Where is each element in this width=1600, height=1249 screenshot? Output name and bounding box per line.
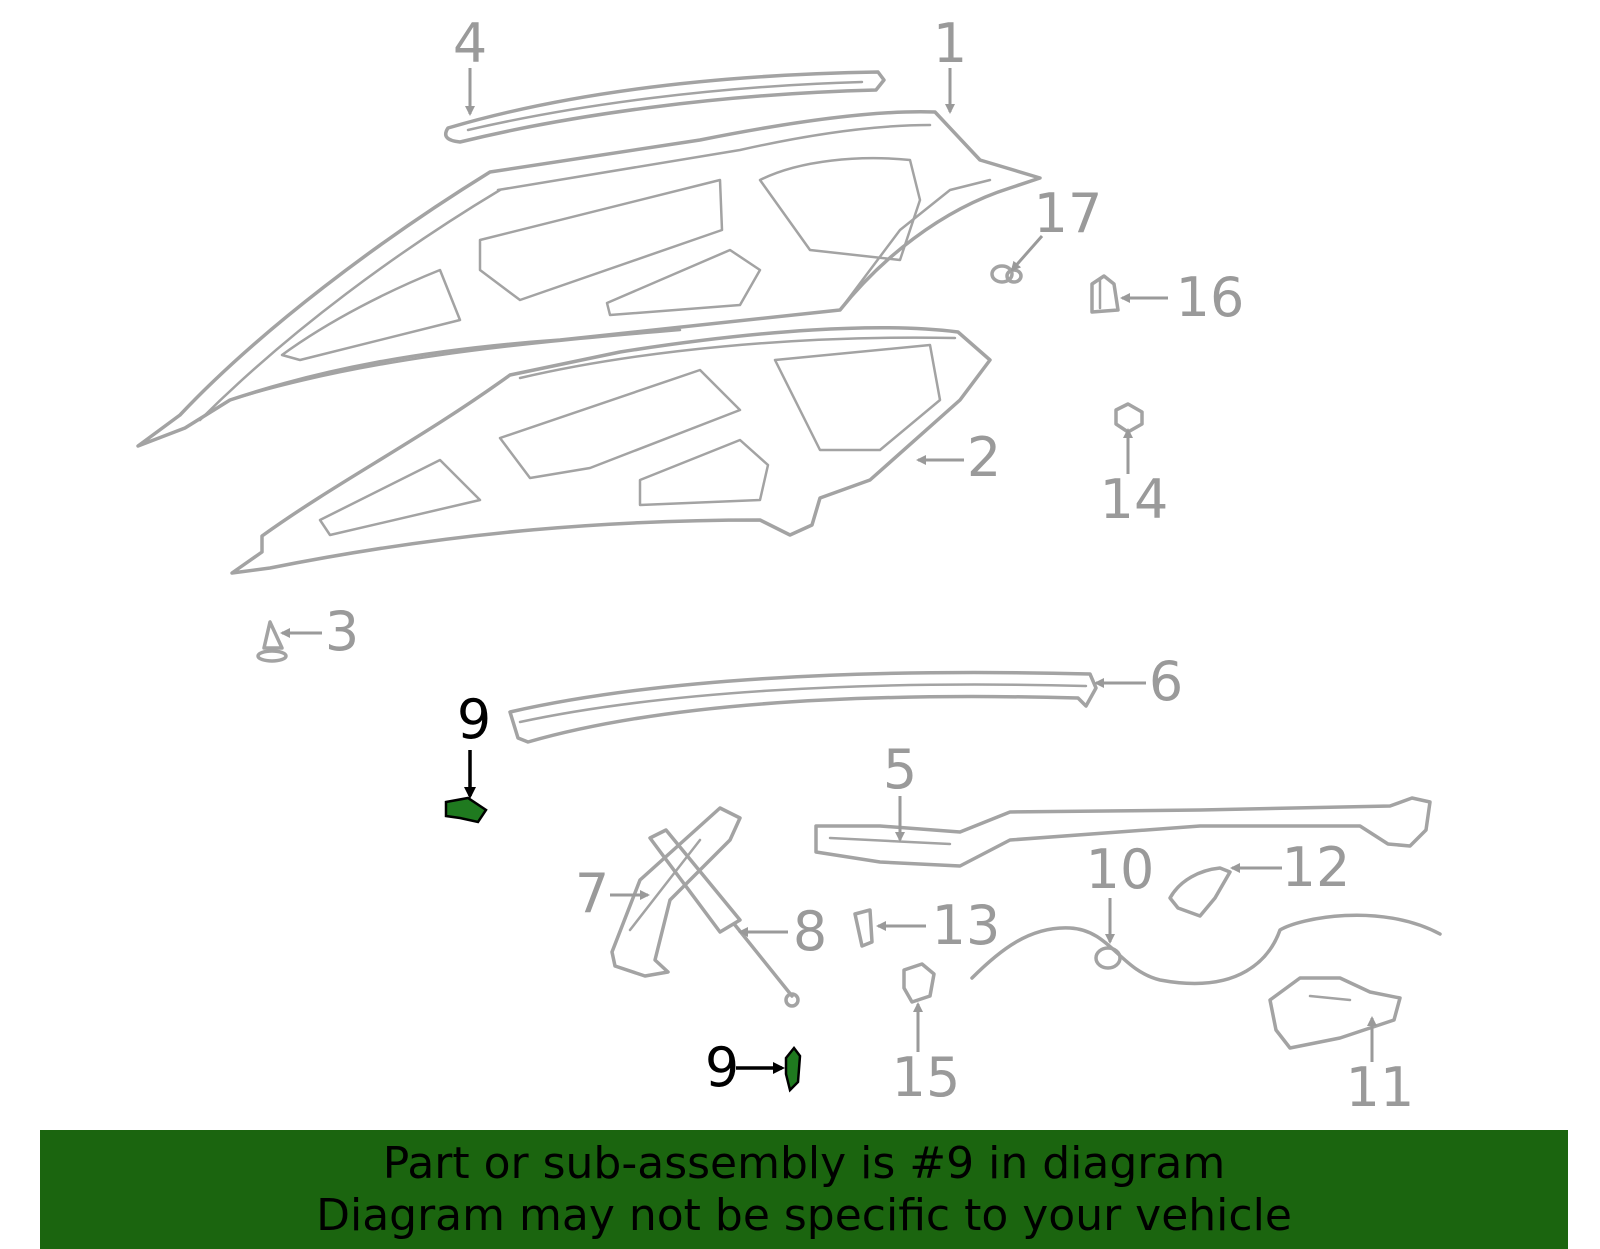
- part-9-clip-lower: [784, 1045, 802, 1093]
- part-14-clip: [1114, 402, 1144, 434]
- callout-11: 11: [1346, 1056, 1415, 1119]
- part-9-clip-upper: [444, 796, 488, 824]
- part-2-insulator: [230, 326, 992, 575]
- leader-17: [1010, 235, 1044, 272]
- callout-16: 16: [1176, 266, 1245, 329]
- callout-1: 1: [933, 12, 967, 75]
- part-15-bumper: [902, 962, 936, 1004]
- callout-15: 15: [892, 1046, 961, 1109]
- part-12-clip: [1168, 866, 1232, 918]
- part-5-bracket: [814, 796, 1432, 868]
- callout-8: 8: [793, 900, 827, 963]
- callout-5: 5: [883, 738, 917, 801]
- part-17-bumper: [990, 264, 1023, 284]
- callout-9-lower: 9: [705, 1036, 739, 1099]
- banner-line-1: Part or sub-assembly is #9 in diagram: [382, 1137, 1226, 1189]
- part-8-gas-strut: [648, 828, 800, 1008]
- callout-12: 12: [1282, 836, 1351, 899]
- callout-2: 2: [967, 426, 1001, 489]
- callout-17: 17: [1034, 182, 1103, 245]
- callout-13: 13: [932, 894, 1001, 957]
- part-16-bracket: [1090, 274, 1120, 314]
- info-banner: Part or sub-assembly is #9 in diagram Di…: [40, 1130, 1568, 1249]
- callout-6: 6: [1149, 650, 1183, 713]
- part-6-weatherstrip: [508, 670, 1098, 744]
- part-10-cable: [970, 913, 1442, 986]
- part-13-clip: [853, 908, 874, 948]
- callout-10: 10: [1086, 838, 1155, 901]
- banner-line-2: Diagram may not be specific to your vehi…: [316, 1189, 1292, 1241]
- parts-diagram: 1 2 3 4 5 6 7 8 9 9 10 11 12 13 14 15 16…: [136, 12, 1442, 1119]
- part-4-molding: [444, 70, 886, 144]
- callout-4: 4: [453, 12, 487, 75]
- callout-9-upper: 9: [457, 688, 491, 751]
- part-7-hinge: [610, 806, 742, 978]
- part-3-push-pin: [256, 620, 288, 663]
- callout-14: 14: [1100, 468, 1169, 531]
- part-1-hood: [136, 110, 1042, 448]
- part-11-latch: [1268, 976, 1402, 1050]
- callout-7: 7: [575, 862, 609, 925]
- callout-3: 3: [325, 600, 359, 663]
